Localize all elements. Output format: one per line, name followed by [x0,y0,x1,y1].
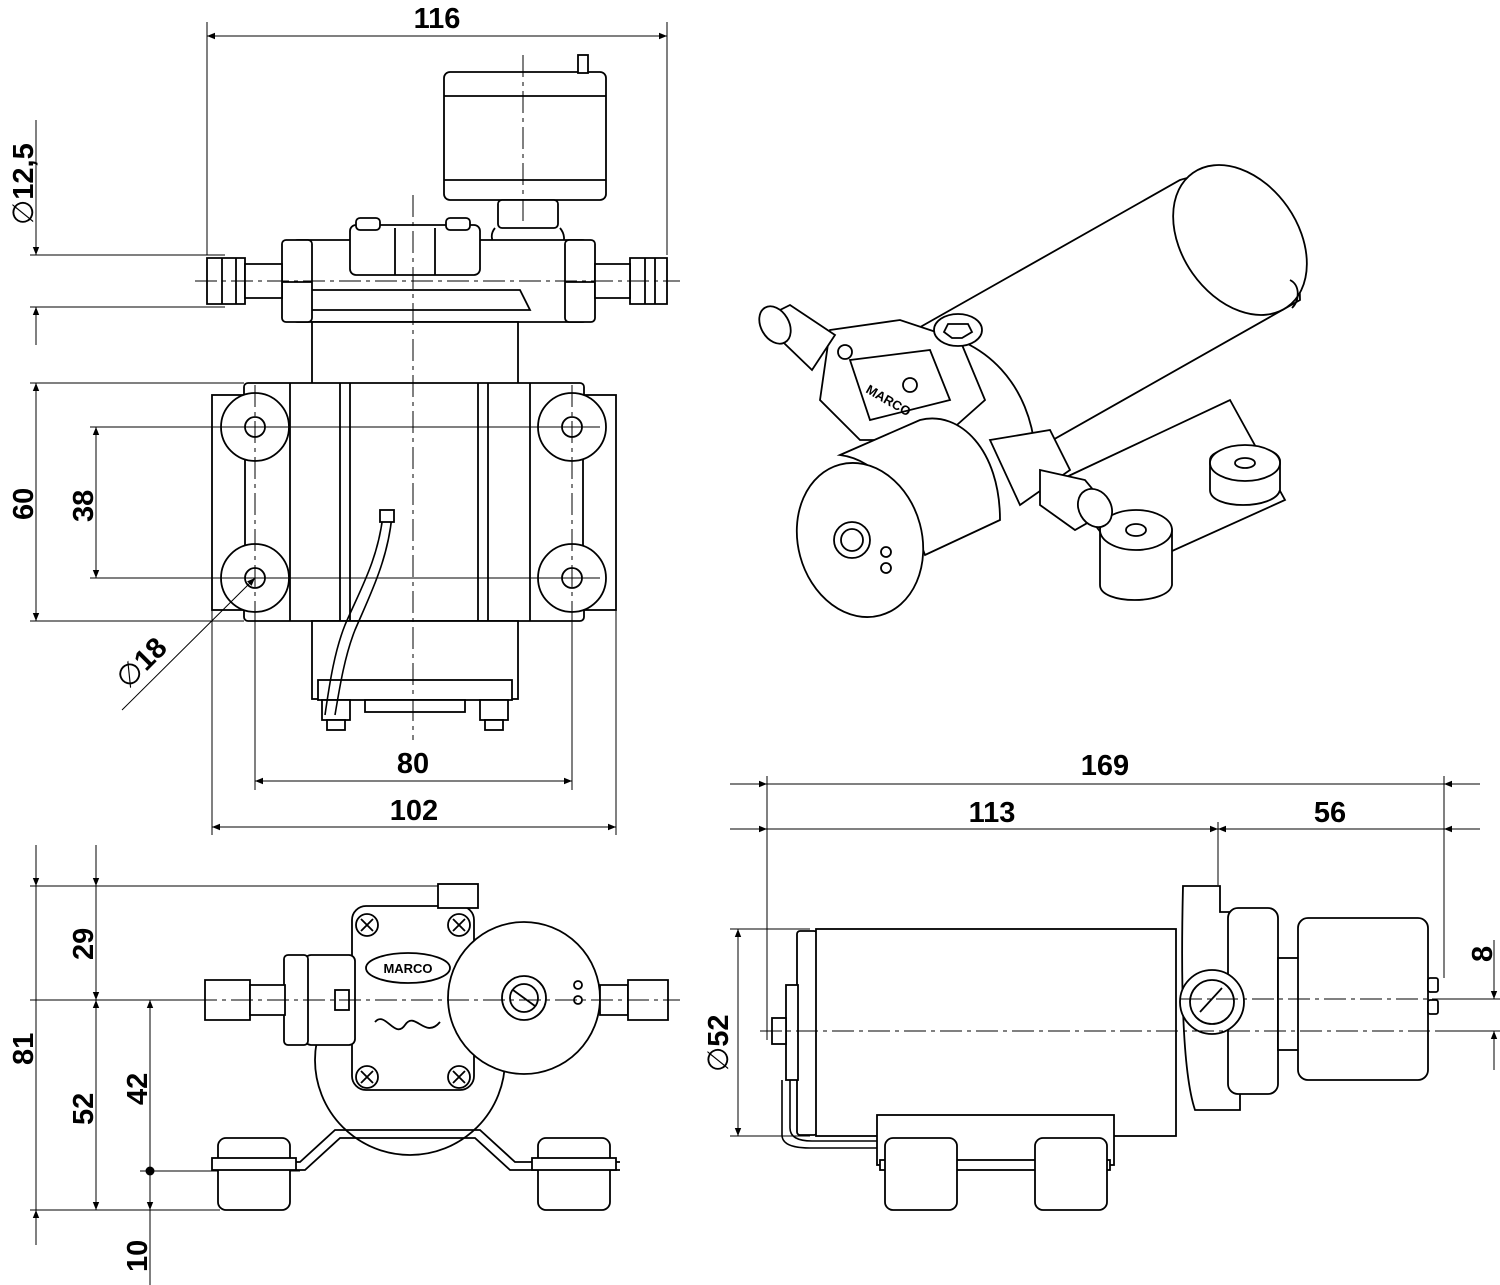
dim-motor-diameter: ∅52 [703,1014,735,1072]
dim-axis-to-bottom: 52 [68,1093,100,1125]
top-view: 116 ∅12,5 [8,3,680,835]
dim-top-length: 116 [414,3,461,35]
dim-base-width: 102 [390,795,438,827]
dim-pump-head-length: 56 [1314,797,1346,829]
dim-foot-height: 10 [122,1240,154,1272]
dim-motor-length: 113 [969,797,1016,829]
brand-label-front: MARCO [383,961,432,976]
dim-hole-spacing-x: 80 [397,748,429,780]
dim-body-height: 60 [8,488,40,520]
side-view: 169 113 56 ∅52 8 [703,750,1500,1211]
dim-foot-diameter: ∅18 [110,632,173,695]
dim-terminal-offset: 8 [1467,946,1499,962]
dim-side-overall-length: 169 [1081,750,1129,782]
dim-top-to-axis: 29 [68,928,100,960]
isometric-view: MARCO [758,164,1308,618]
front-view: 81 29 52 42 10 [8,845,680,1285]
dim-hole-spacing-y: 38 [68,490,100,522]
dim-front-total-height: 81 [8,1033,40,1065]
dim-axis-to-foot: 42 [122,1073,154,1105]
dim-port-diameter: ∅12,5 [8,143,40,225]
